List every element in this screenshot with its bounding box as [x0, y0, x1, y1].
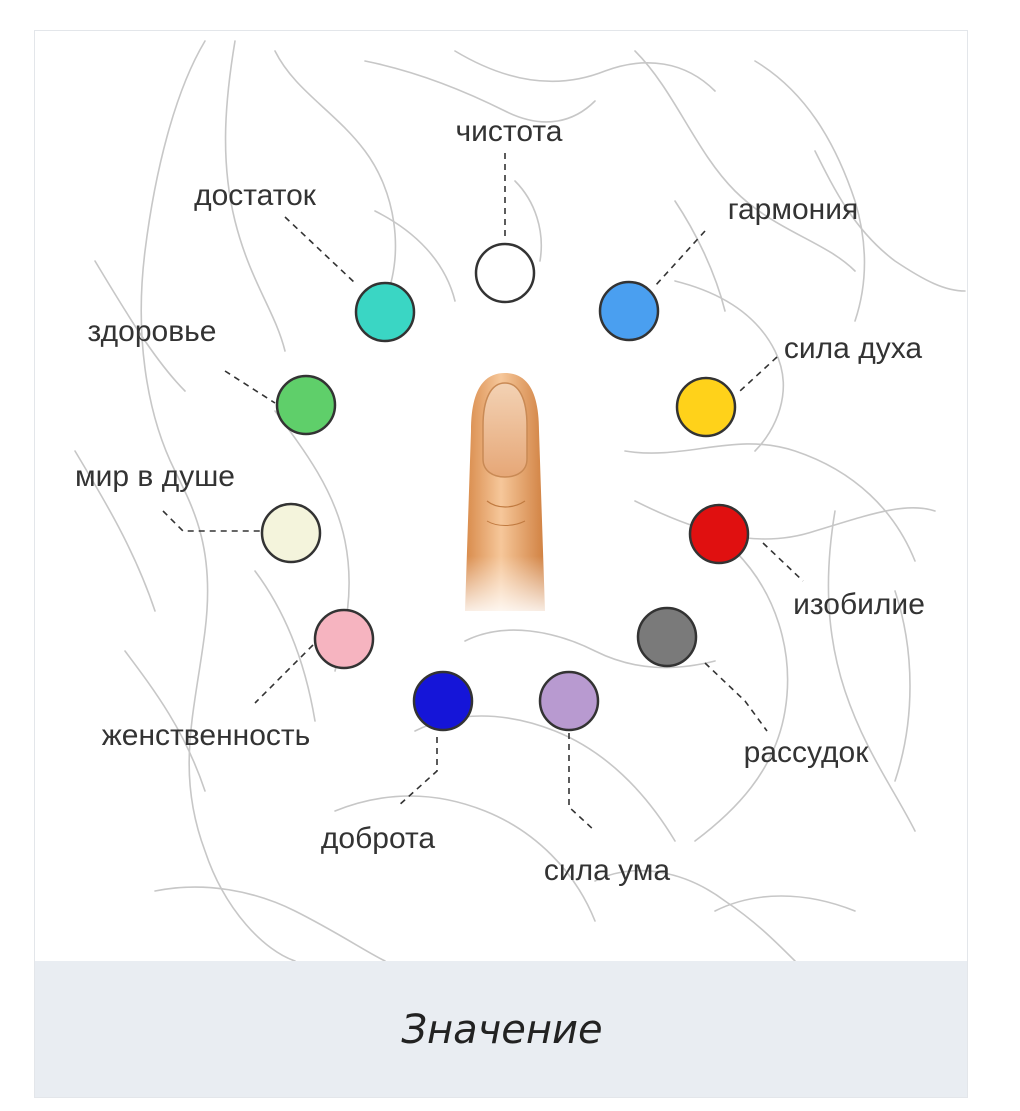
color-dots	[260, 242, 750, 732]
color-dot-dostatok	[354, 281, 416, 343]
leader-line-izobilie	[762, 542, 804, 582]
label-garmoniya: гармония	[728, 193, 859, 226]
caption-text: Значение	[401, 1007, 603, 1053]
color-dot-zhenstvennost	[313, 608, 375, 670]
leader-line-dostatok	[284, 216, 356, 284]
leader-line-zhenstvennost	[254, 644, 314, 704]
label-zdorovye: здоровье	[88, 315, 217, 348]
label-sila-dukha: сила духа	[784, 332, 922, 365]
leader-line-rassudok	[704, 662, 768, 732]
leader-lines	[162, 153, 804, 832]
color-dot-chistota	[474, 242, 536, 304]
finger-illustration	[455, 361, 555, 621]
nail-color-meaning-diagram: чистота гармония сила духа изобилие расс…	[35, 31, 967, 961]
label-mir-v-dushe: мир в душе	[75, 460, 235, 493]
color-dot-garmoniya	[598, 280, 660, 342]
color-dot-rassudok	[636, 606, 698, 668]
leader-line-dobrota	[396, 737, 438, 808]
color-dot-izobilie	[688, 503, 750, 565]
color-dot-zdorovye	[275, 374, 337, 436]
caption-bar: Значение	[35, 961, 967, 1097]
leader-line-mir-v-dushe	[162, 510, 261, 532]
label-zhenstvennost: женственность	[102, 719, 311, 752]
leader-line-zdorovye	[224, 370, 276, 404]
color-dot-dobrota	[412, 670, 474, 732]
leader-line-sila-uma	[568, 733, 596, 832]
leader-line-sila-dukha	[739, 356, 778, 392]
color-dot-sila-dukha	[675, 376, 737, 438]
diagram-svg: чистота гармония сила духа изобилие расс…	[74, 40, 966, 961]
label-chistota: чистота	[456, 115, 563, 148]
hands-sketch-background	[74, 40, 966, 961]
image-card: чистота гармония сила духа изобилие расс…	[34, 30, 968, 1098]
label-rassudok: рассудок	[744, 736, 870, 769]
labels: чистота гармония сила духа изобилие расс…	[75, 115, 925, 887]
label-dostatok: достаток	[194, 179, 317, 212]
color-dot-mir-v-dushe	[260, 502, 322, 564]
color-dot-sila-uma	[538, 670, 600, 732]
label-izobilie: изобилие	[793, 588, 925, 621]
leader-line-garmoniya	[654, 230, 706, 287]
label-dobrota: доброта	[321, 822, 435, 855]
label-sila-uma: сила ума	[544, 854, 671, 887]
